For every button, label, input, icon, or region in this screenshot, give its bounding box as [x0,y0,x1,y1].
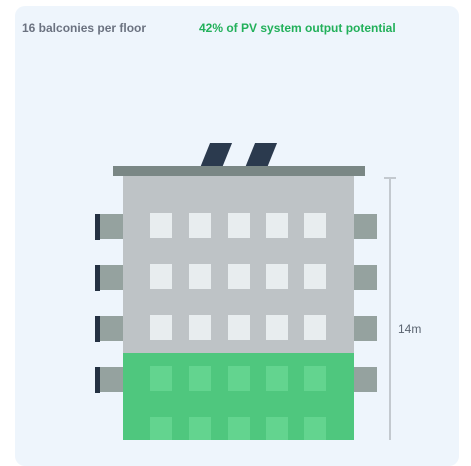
window [266,213,288,238]
window [189,417,211,440]
balcony-railing [95,367,100,393]
balcony-right [354,265,377,290]
balconies-per-floor-stat: 16 balconies per floor [22,21,147,35]
balcony-railing [95,316,100,342]
height-dimension-line [389,177,391,440]
pv-output-potential-stat: 42% of PV system output potential [199,21,396,35]
height-dimension-tick [384,177,396,179]
balcony-railing [95,265,100,291]
window [150,213,172,238]
balcony-right [354,316,377,341]
window [266,264,288,289]
window [304,366,326,391]
balcony-left [100,214,123,239]
window [304,264,326,289]
solar-panel-right [244,143,278,168]
building-height-label: 14m [398,322,422,336]
window [304,315,326,340]
balcony-left [100,265,123,290]
window [266,417,288,440]
window [228,366,250,391]
balcony-railing [95,214,100,240]
window [150,315,172,340]
window [266,315,288,340]
balcony-right [354,367,377,392]
window [304,213,326,238]
window [189,264,211,289]
window [228,213,250,238]
window [189,213,211,238]
window [189,315,211,340]
window [228,417,250,440]
window [150,417,172,440]
window [228,264,250,289]
window [150,366,172,391]
balcony-left [100,367,123,392]
solar-panel-left [199,143,233,168]
window [304,417,326,440]
window [266,366,288,391]
window [150,264,172,289]
building-illustration: 14m [95,143,422,440]
building-roof [113,166,365,176]
balcony-left [100,316,123,341]
window [228,315,250,340]
balcony-right [354,214,377,239]
window [189,366,211,391]
